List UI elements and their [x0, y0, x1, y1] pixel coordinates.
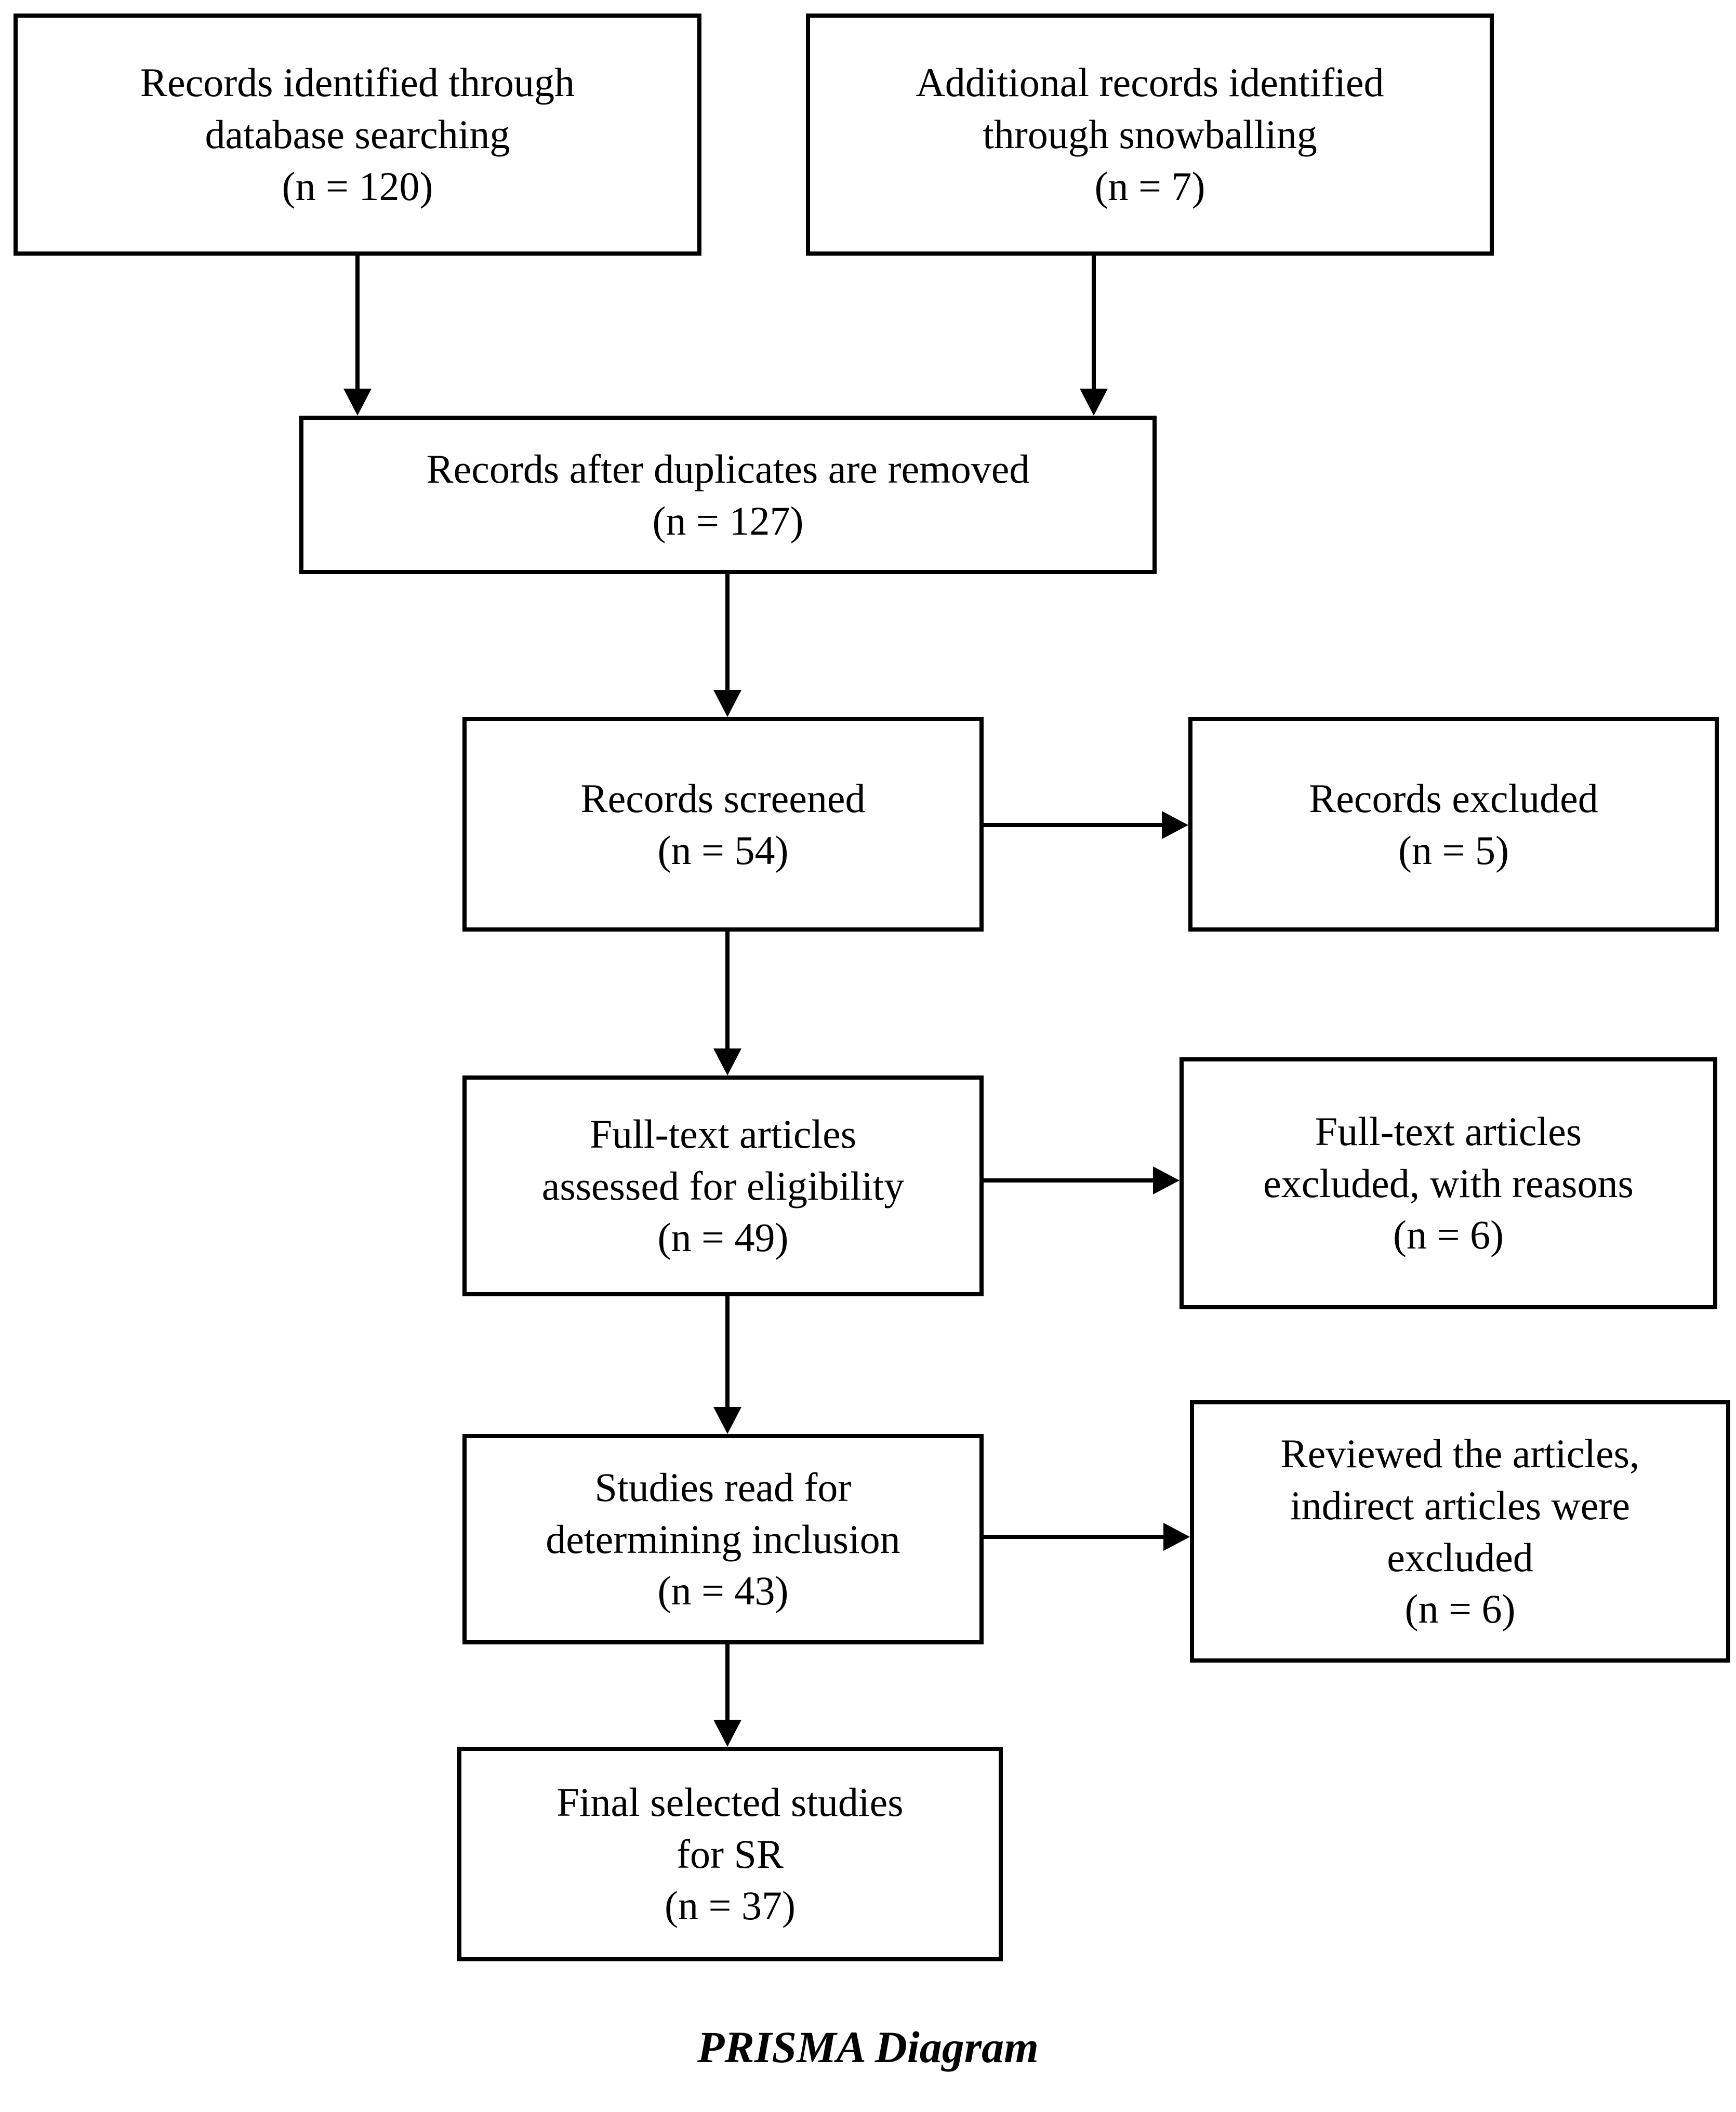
- node-records-screened-label: Records screened (n = 54): [580, 775, 866, 873]
- node-reviewed-indirect-excluded: Reviewed the articles, indirect articles…: [1190, 1400, 1730, 1663]
- node-records-identified-database-label: Records identified through database sear…: [140, 60, 575, 209]
- node-records-after-duplicates: Records after duplicates are removed (n …: [299, 416, 1157, 574]
- node-records-after-duplicates-label: Records after duplicates are removed (n …: [426, 446, 1030, 543]
- node-records-screened: Records screened (n = 54): [462, 717, 984, 932]
- node-studies-read-label: Studies read for determining inclusion (…: [546, 1464, 900, 1614]
- node-final-selected-studies: Final selected studies for SR (n = 37): [457, 1747, 1003, 1961]
- edge-screened-to-excluded: [984, 811, 1188, 839]
- node-fulltext-excluded: Full-text articles excluded, with reason…: [1180, 1057, 1717, 1309]
- node-reviewed-indirect-excluded-label: Reviewed the articles, indirect articles…: [1280, 1430, 1640, 1632]
- node-records-identified-database: Records identified through database sear…: [14, 14, 701, 256]
- edge-studies-read-to-reviewed-excluded: [984, 1523, 1190, 1551]
- edge-fulltext-assessed-to-fulltext-excluded: [984, 1166, 1180, 1194]
- edge-after-duplicates-to-screened: [713, 574, 741, 717]
- node-additional-records-snowballing-label: Additional records identified through sn…: [916, 60, 1384, 209]
- diagram-caption: PRISMA Diagram: [697, 2022, 1039, 2072]
- node-fulltext-assessed-label: Full-text articles assessed for eligibil…: [541, 1111, 905, 1260]
- edge-screened-to-fulltext-assessed: [713, 932, 741, 1075]
- node-fulltext-assessed: Full-text articles assessed for eligibil…: [462, 1075, 984, 1296]
- node-fulltext-excluded-label: Full-text articles excluded, with reason…: [1263, 1108, 1634, 1258]
- node-records-excluded: Records excluded (n = 5): [1188, 717, 1719, 932]
- node-additional-records-snowballing: Additional records identified through sn…: [806, 14, 1494, 256]
- edge-studies-read-to-final-selected: [713, 1644, 741, 1747]
- edge-db-search-to-after-duplicates: [343, 256, 372, 416]
- node-records-excluded-label: Records excluded (n = 5): [1309, 775, 1598, 873]
- edge-snowballing-to-after-duplicates: [1080, 256, 1108, 416]
- node-final-selected-studies-label: Final selected studies for SR (n = 37): [556, 1779, 904, 1929]
- edge-fulltext-assessed-to-studies-read: [713, 1296, 741, 1434]
- node-studies-read: Studies read for determining inclusion (…: [462, 1434, 984, 1644]
